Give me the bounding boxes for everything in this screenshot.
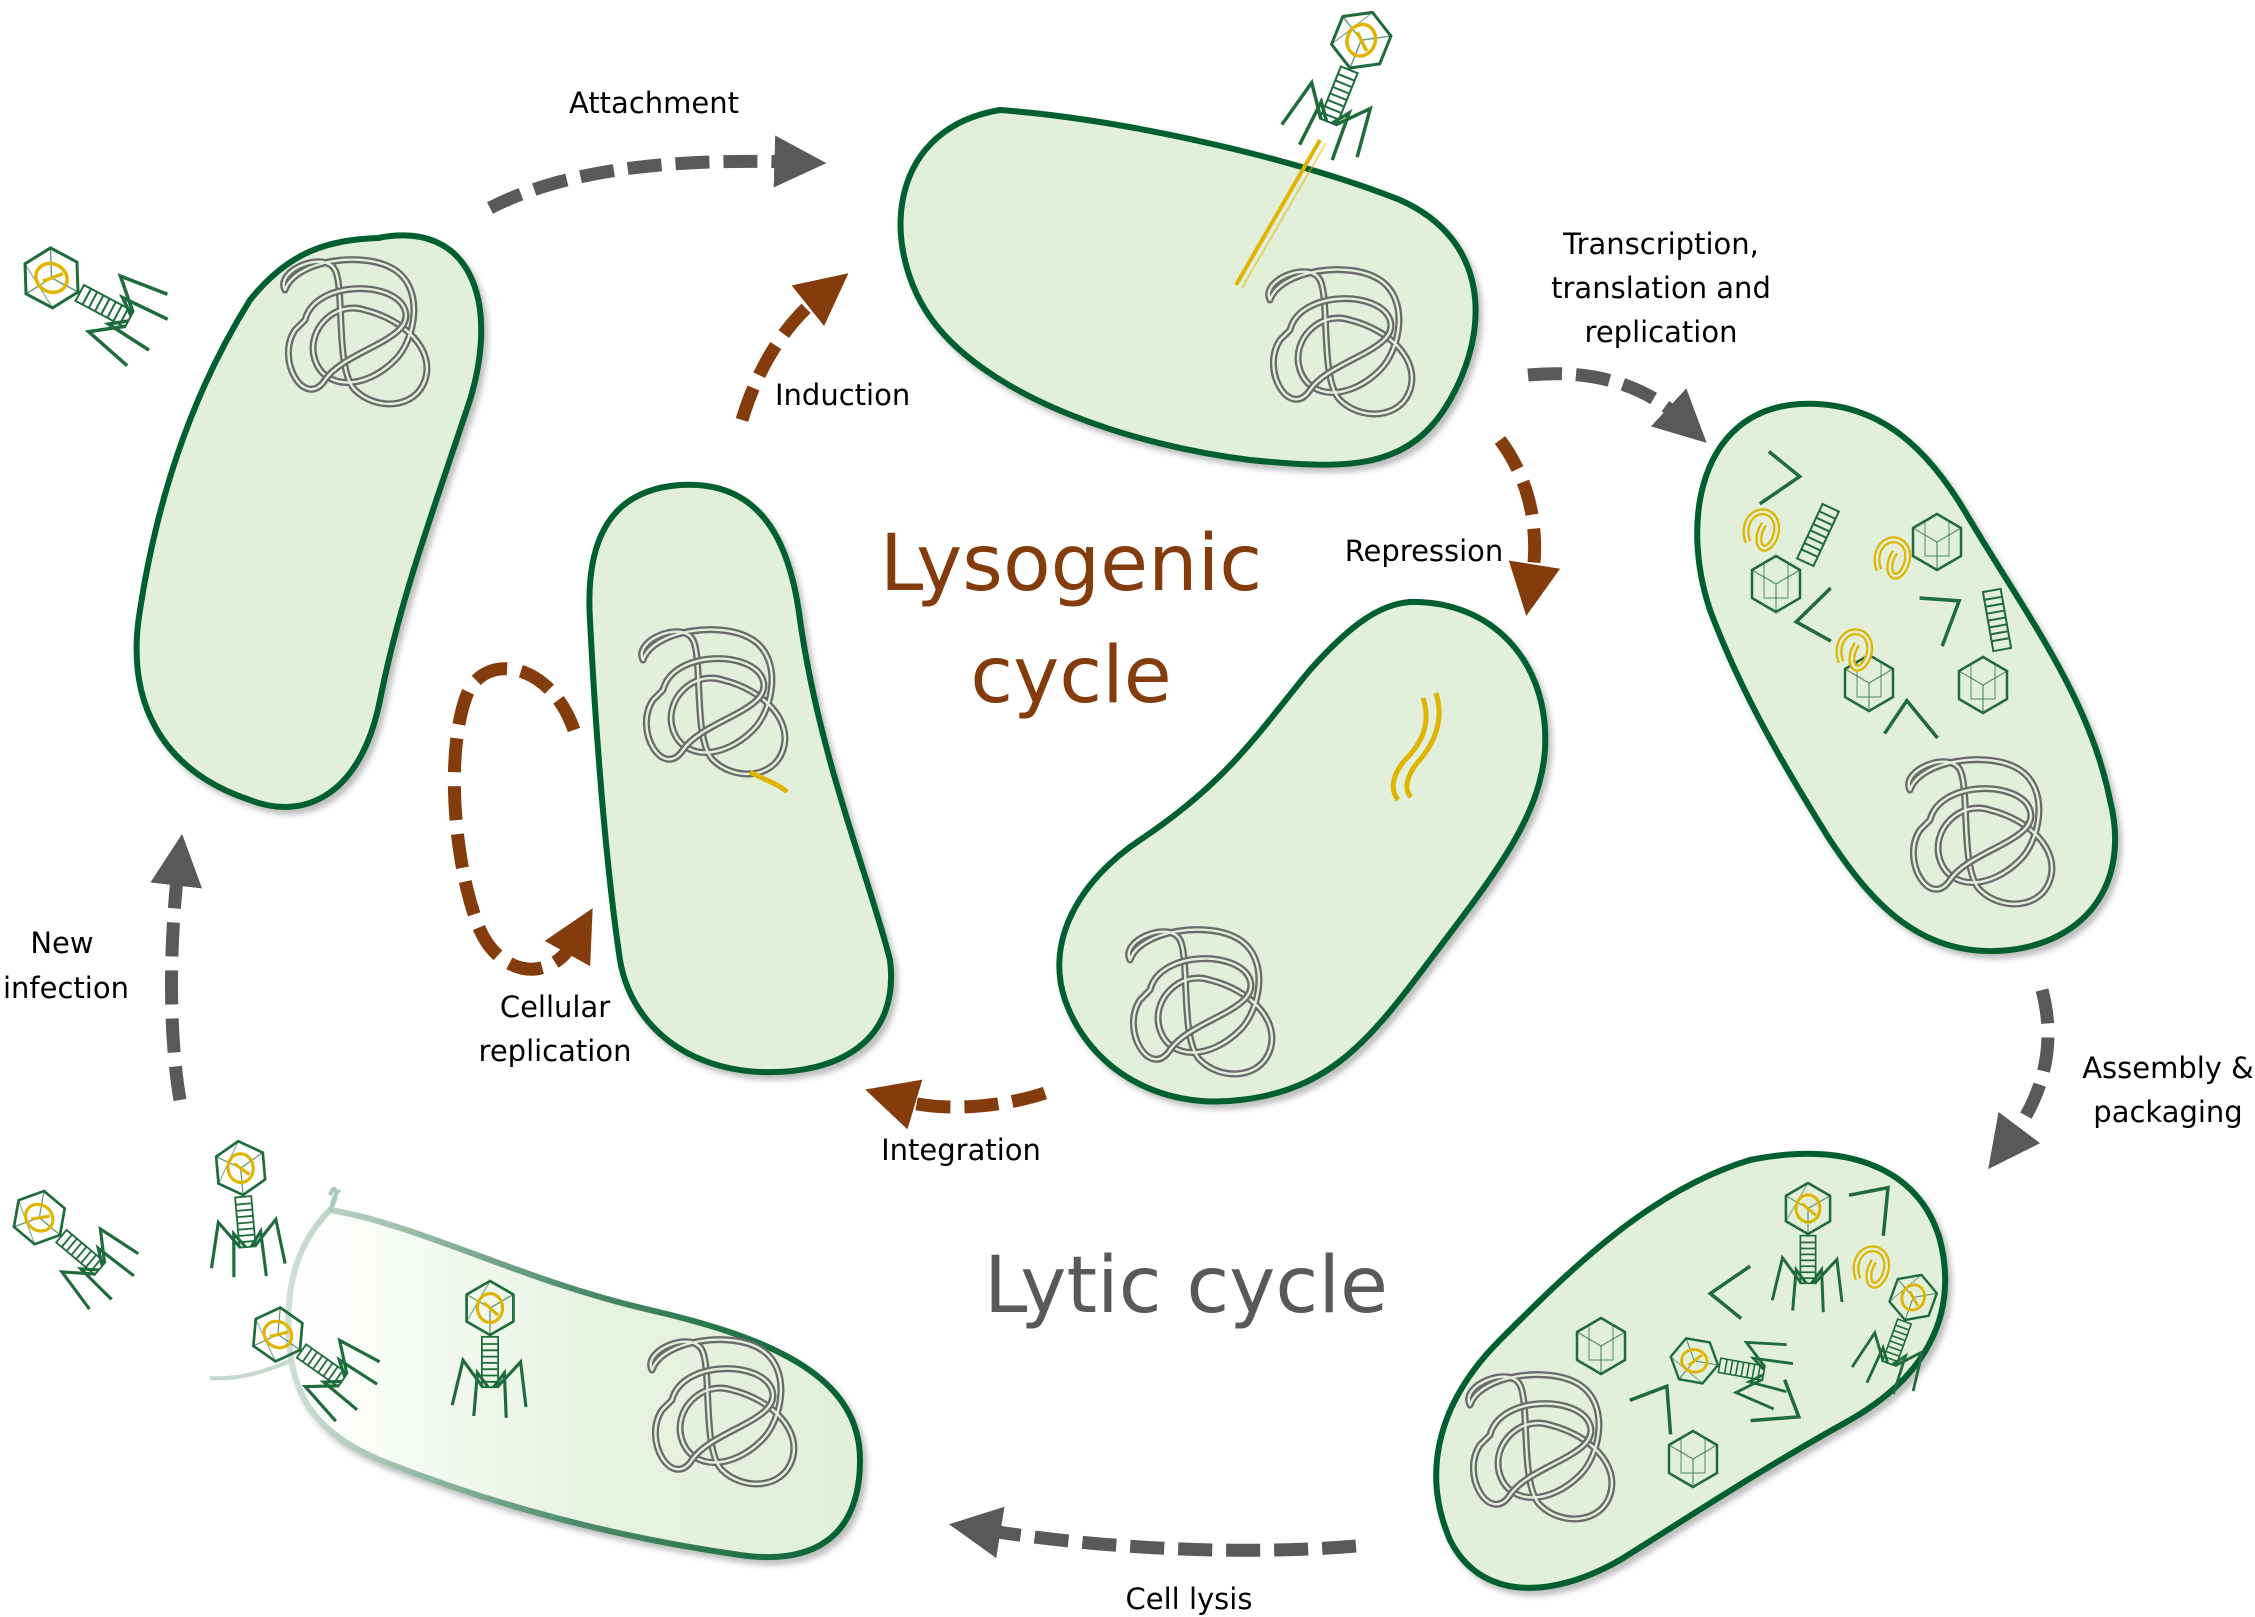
cellular-replication-label-line1: Cellular (500, 990, 610, 1024)
phage-dna-icon (1390, 697, 1429, 802)
assembly-arrow (1988, 988, 2055, 1170)
cell-lysed (209, 1186, 864, 1561)
transcription-arrow (1527, 367, 1707, 443)
new-infection-arrow (150, 833, 203, 1102)
lysogenic-title-line2: cycle (970, 631, 1172, 721)
bacteriophage-icon (3, 226, 180, 375)
transcription-label-line2: translation and (1551, 271, 1771, 305)
assembly-label-line2: packaging (2093, 1095, 2242, 1129)
bacteriophage-icon (1274, 0, 1412, 171)
cellular-replication-label-line2: replication (479, 1034, 632, 1068)
transcription-label-line3: replication (1585, 315, 1738, 349)
injected-phage-dna-icon (1234, 138, 1322, 287)
integration-arrow (865, 1079, 1048, 1130)
bacteriophage-icon (0, 1171, 149, 1319)
attachment-arrow (487, 135, 827, 214)
bacteriophage-icon (199, 1136, 288, 1283)
lysogenic-title-line1: Lysogenic (880, 519, 1262, 609)
integration-label: Integration (881, 1133, 1041, 1167)
cellular-replication-arrow (447, 662, 593, 976)
repression-arrow (1494, 436, 1561, 616)
new-infection-label: New infection (3, 926, 129, 1005)
lysogenic-cycle-title: Lysogenic cycle (880, 519, 1262, 721)
lytic-cycle-title: Lytic cycle (984, 1241, 1388, 1331)
cell-lysis-arrow (949, 1506, 1357, 1559)
cell-replicating-components (1694, 400, 2119, 955)
transcription-label-line1: Transcription, (1562, 227, 1759, 261)
cell-assembly (1433, 1150, 1953, 1591)
new-infection-label-line1: New (30, 926, 93, 960)
cell-repression (1056, 598, 1549, 1105)
assembly-label-line1: Assembly & (2082, 1051, 2254, 1085)
induction-arrow (735, 273, 849, 422)
attachment-label: Attachment (569, 86, 739, 120)
cell-infected-attachment (897, 106, 1479, 468)
cellular-replication-label: Cellular replication (479, 990, 632, 1068)
induction-label: Induction (775, 378, 910, 412)
repression-label: Repression (1345, 534, 1504, 568)
prophage-icon (748, 769, 789, 794)
cell-lysogen (586, 481, 895, 1076)
cell-lysis-label: Cell lysis (1126, 1582, 1253, 1616)
new-infection-label-line2: infection (3, 971, 129, 1005)
assembly-label: Assembly & packaging (2082, 1051, 2254, 1129)
cell-uninfected (133, 232, 485, 810)
transcription-label: Transcription, translation and replicati… (1551, 227, 1771, 349)
